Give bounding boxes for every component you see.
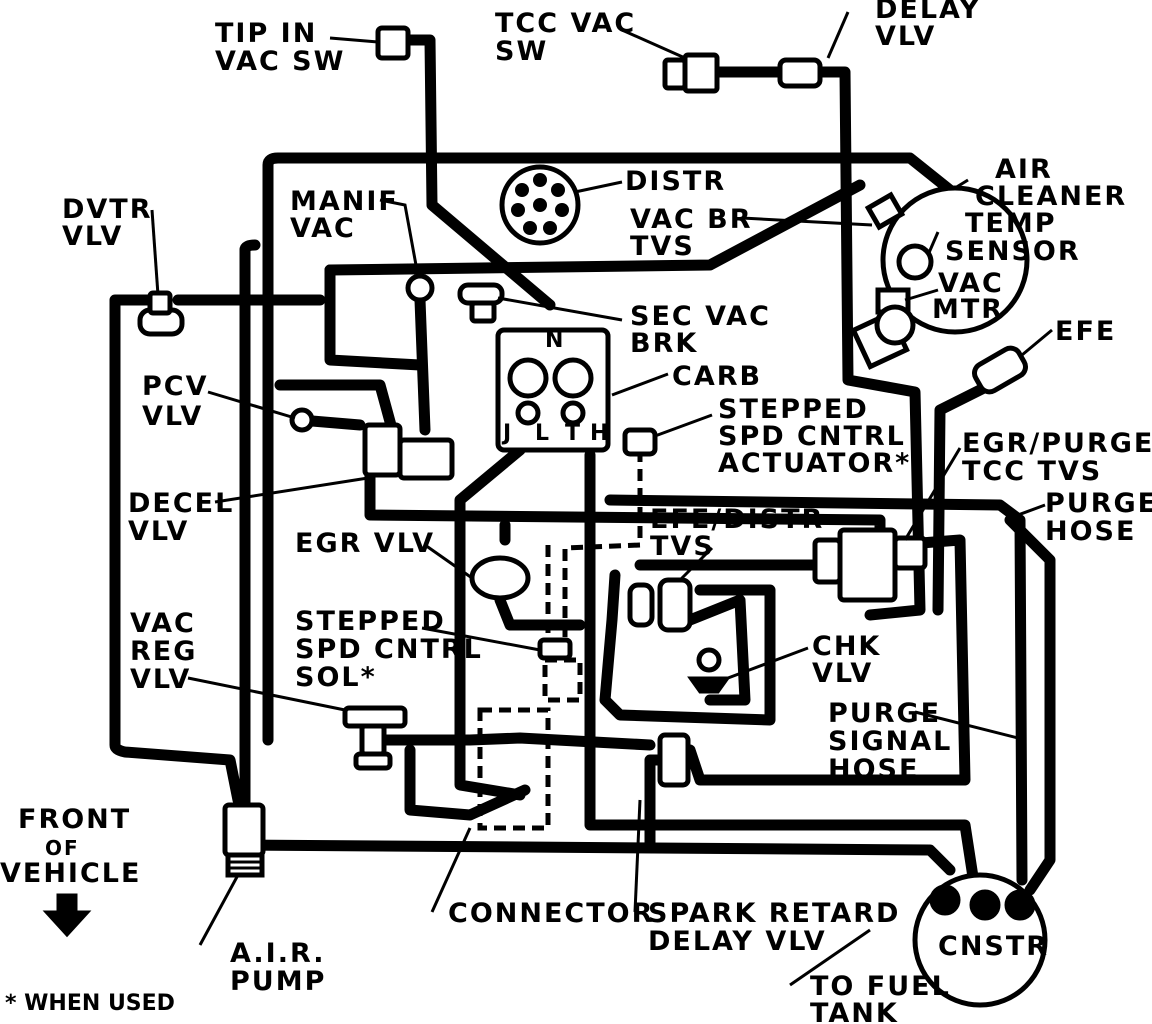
label-vac-br-tvs: VAC BR TVS xyxy=(630,204,764,262)
label-carb: CARB xyxy=(672,361,762,392)
label-front-of-vehicle: FRONT OF VEHICLE xyxy=(0,804,143,889)
sol-dash-box xyxy=(542,657,583,703)
vac-br-hose-2 xyxy=(324,264,426,371)
dvtr-valve xyxy=(137,290,185,337)
vac-br-hose xyxy=(324,179,866,276)
label-pcv-vlv: PCV VLV xyxy=(142,371,220,432)
label-cnstr: CNSTR xyxy=(938,931,1049,962)
label-efe-distr-tvs: EFE/DISTR TVS xyxy=(650,504,836,562)
efe-distr-loop-hose xyxy=(599,559,826,726)
label-purge-hose: PURGE HOSE xyxy=(1045,488,1152,547)
label-spark-retard-delay-vlv: SPARK RETARD DELAY VLV xyxy=(648,898,912,957)
label-temp-sensor: TEMP SENSOR xyxy=(945,208,1081,267)
label-chk-vlv: CHK VLV xyxy=(812,631,893,689)
label-sec-vac-brk: SEC VAC BRK xyxy=(630,301,782,359)
tcc-vac-sw-body xyxy=(662,57,688,91)
dvtr-left-hose xyxy=(109,294,244,806)
label-efe: EFE xyxy=(1055,316,1116,347)
label-distr: DISTR xyxy=(625,166,726,197)
label-tcc-vac-sw: TCC VAC SW xyxy=(495,8,648,67)
tcc-vac-sw-head xyxy=(682,52,720,94)
label-manif-vac: MANIF VAC xyxy=(290,186,410,244)
canister xyxy=(912,872,1048,1008)
stepped-spd-cntrl-actuator-body xyxy=(622,427,658,457)
chk-vlv-body xyxy=(687,676,731,694)
vac-reg-hose xyxy=(374,732,656,751)
label-connector: CONNECTOR xyxy=(448,898,654,929)
carb-port-t: T xyxy=(565,421,580,446)
label-egr-purge-tcc-tvs: EGR/PURGE/ TCC TVS xyxy=(962,428,1152,487)
purge-signal-hose xyxy=(604,494,1028,886)
label-air-cleaner: AIR CLEANER xyxy=(975,154,1127,212)
pcv-valve xyxy=(289,407,315,433)
label-footnote: * WHEN USED xyxy=(5,991,175,1016)
stepped-spd-cntrl-sol-body xyxy=(537,637,573,661)
hoses xyxy=(109,34,1056,896)
manif-vac-tee xyxy=(405,273,435,303)
label-decel-vlv: DECEL VLV xyxy=(128,488,246,547)
label-stepped-spd-cntrl-actuator: STEPPED SPD CNTRL ACTUATOR* xyxy=(718,394,917,479)
label-vac-reg-vlv: VAC REG VLV xyxy=(130,608,209,695)
delay-vlv-body xyxy=(777,57,823,89)
tip-in-vac-sw-body xyxy=(375,25,411,61)
efe-hose xyxy=(932,379,996,616)
front-arrow-icon xyxy=(42,893,92,938)
distributor xyxy=(499,164,581,246)
tip-in-hose xyxy=(399,34,556,311)
label-delay-vlv: DELAY VLV xyxy=(875,0,992,52)
spark-retard-delay-vlv-body xyxy=(657,732,691,788)
left-inner-bottom-hose xyxy=(239,244,956,876)
egr-vlv-hose xyxy=(494,519,586,631)
carb-left-drop-hose xyxy=(404,444,531,821)
connector-dash-box xyxy=(477,707,551,831)
chk-vlv-top xyxy=(696,647,722,673)
carb-port-h: H xyxy=(590,421,608,446)
sec-vac-brk xyxy=(457,282,505,324)
label-air-pump: A.I.R. PUMP xyxy=(230,938,337,997)
label-egr-vlv: EGR VLV xyxy=(295,528,435,559)
egr-purge-tcc-tvs xyxy=(812,527,928,603)
label-vac-mtr: VAC MTR xyxy=(932,268,1015,325)
carb-right-drop-hose xyxy=(584,449,981,896)
efe-distr-tvs xyxy=(627,577,693,633)
chk-vlv-hose xyxy=(684,594,751,706)
egr-valve xyxy=(469,555,531,601)
manif-vac-hose xyxy=(414,294,431,436)
carb-port-n: N xyxy=(545,328,563,353)
actuator-dash-line xyxy=(562,450,643,645)
carb-port-j: J xyxy=(501,421,511,446)
carb-port-l: L xyxy=(535,421,549,446)
label-stepped-spd-cntrl-sol: STEPPED SPD CNTRL SOL* xyxy=(295,606,494,693)
label-purge-signal-hose: PURGE SIGNAL HOSE xyxy=(828,698,964,785)
air-pump xyxy=(222,802,266,878)
efe-body xyxy=(972,345,1028,395)
vac-reg-vlv xyxy=(342,705,408,771)
label-dvtr-vlv: DVTR VLV xyxy=(62,194,164,252)
tcc-delay-hose xyxy=(714,66,926,621)
right-canister-hose xyxy=(1004,514,1056,896)
label-tip-in-vac-sw: TIP IN VAC SW xyxy=(215,18,345,77)
leader-lines xyxy=(150,11,1053,987)
label-to-fuel-tank: TO FUEL TANK xyxy=(810,971,962,1024)
decel-valve xyxy=(362,422,455,481)
carburetor xyxy=(495,327,611,453)
